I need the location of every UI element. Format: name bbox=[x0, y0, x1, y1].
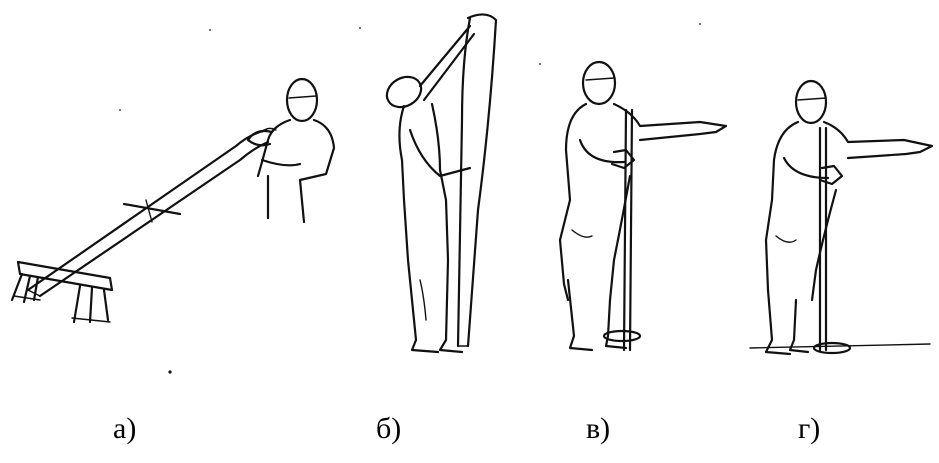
caption-v: в) bbox=[586, 414, 610, 444]
caption-g: г) bbox=[798, 414, 820, 444]
figure-b-drawing bbox=[381, 14, 496, 352]
person-a bbox=[248, 79, 334, 222]
figure-v-drawing bbox=[560, 62, 726, 350]
figure-g-drawing bbox=[750, 81, 932, 354]
sawhorse bbox=[12, 262, 112, 322]
pole-g bbox=[750, 128, 930, 353]
caption-b: б) bbox=[376, 414, 401, 444]
ski-b bbox=[458, 14, 496, 346]
caption-a: а) bbox=[113, 414, 136, 444]
person-g bbox=[766, 81, 932, 354]
person-v bbox=[560, 62, 726, 350]
figure-a-drawing bbox=[12, 79, 334, 322]
